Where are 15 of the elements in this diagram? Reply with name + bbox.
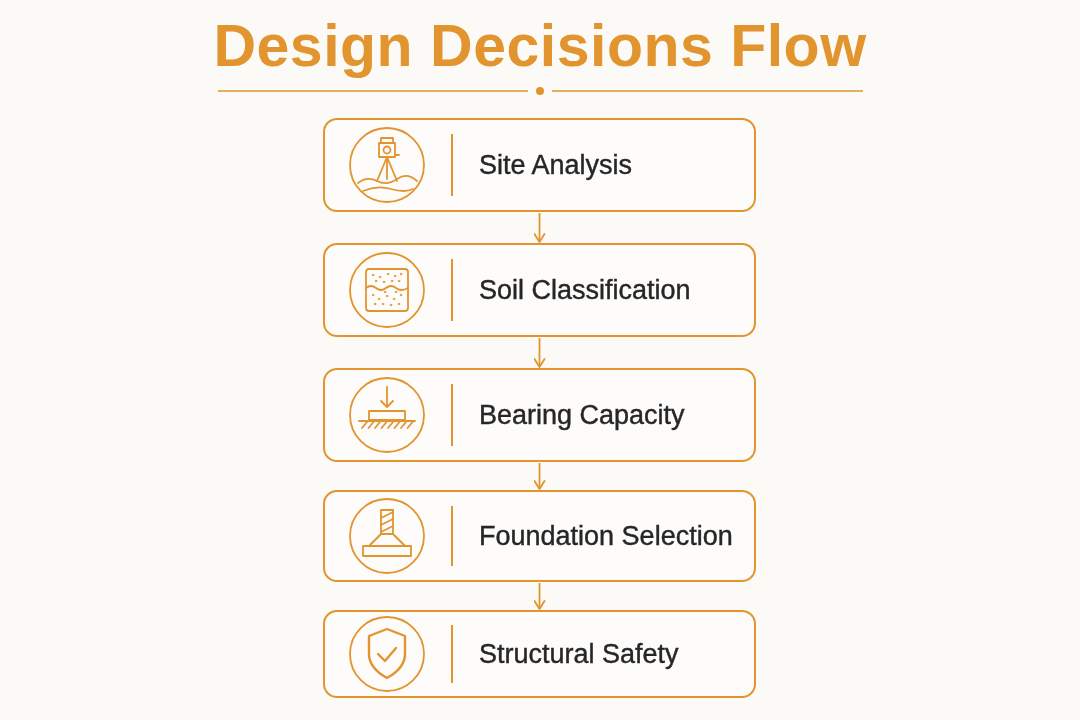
step-label: Foundation Selection [479, 520, 733, 553]
step-box [323, 490, 756, 582]
flow-arrow [533, 462, 546, 490]
step-box [323, 610, 756, 698]
flow-arrow [533, 337, 546, 368]
diagram-title: Design Decisions Flow [213, 12, 867, 81]
step-box [323, 368, 756, 462]
step-box [323, 243, 756, 337]
step-box [323, 118, 756, 212]
flow-arrow [533, 212, 546, 243]
step-label: Site Analysis [479, 149, 633, 182]
step-label: Bearing Capacity [479, 399, 685, 432]
step-label: Structural Safety [479, 638, 679, 671]
flow-arrow [533, 582, 546, 610]
step-label: Soil Classification [479, 274, 691, 307]
